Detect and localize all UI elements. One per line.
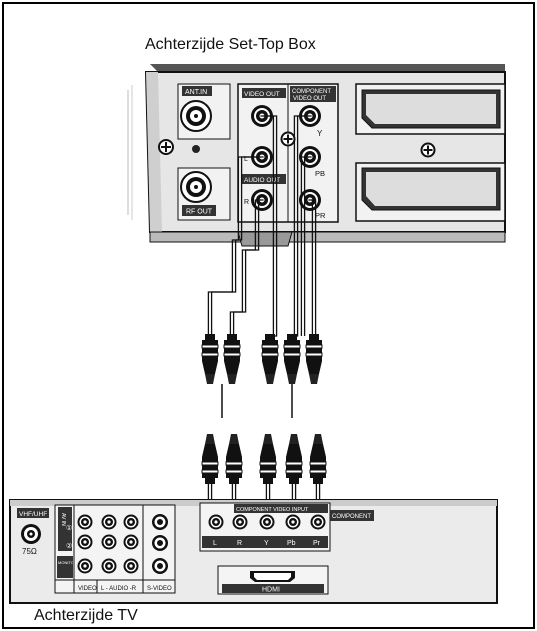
cable-pb bbox=[300, 156, 312, 336]
tv-video-jack-3 bbox=[77, 558, 93, 574]
svg-text:①: ① bbox=[66, 524, 72, 532]
tv-pr-input-jack bbox=[310, 514, 326, 530]
pr-plug-upper bbox=[305, 333, 323, 385]
component-video-input-label: COMPONENT VIDEO INPUT bbox=[236, 507, 309, 513]
stb-l-label: L bbox=[244, 156, 248, 163]
tv-audio-r-jack-1 bbox=[123, 514, 139, 530]
tv-jack-l-label: L bbox=[213, 540, 217, 547]
ant-in-coax-icon bbox=[180, 100, 212, 132]
stb-r-label: R bbox=[244, 199, 249, 206]
upper-plug-row bbox=[201, 333, 323, 385]
tv-jack-pr-label: Pr bbox=[313, 540, 321, 547]
tv-video-jack-1 bbox=[77, 514, 93, 530]
s-video-jack-3 bbox=[152, 558, 168, 574]
pr-plug-lower bbox=[309, 433, 327, 485]
vhf-uhf-label: VHF/UHF bbox=[19, 511, 47, 518]
y-plug-upper bbox=[261, 333, 279, 385]
cable-pr bbox=[308, 199, 317, 336]
s-video-jack-1 bbox=[152, 514, 168, 530]
component-video-out-label-1: COMPONENT bbox=[292, 89, 331, 95]
audio-l-plug-lower bbox=[201, 433, 219, 485]
rf-out-coax-icon bbox=[180, 171, 212, 203]
tv-antenna-coax-icon bbox=[21, 524, 41, 544]
stb-pb-label: PB bbox=[315, 169, 325, 178]
tv-back-panel: VHF/UHF 75Ω AV IN ① ② MONITOR OUT bbox=[9, 499, 498, 604]
tv-jack-pb-label: Pb bbox=[287, 540, 296, 547]
tv-title: Achterzijde TV bbox=[34, 607, 138, 624]
scart-connector-1 bbox=[355, 83, 506, 135]
hdmi-label: HDMI bbox=[262, 587, 280, 594]
audio-l-plug-upper bbox=[201, 333, 219, 385]
l-audio-r-label: L - AUDIO -R bbox=[101, 586, 137, 592]
tv-y-input-jack bbox=[259, 514, 275, 530]
audio-r-plug-upper bbox=[223, 333, 241, 385]
tv-audio-r-jack-3 bbox=[123, 558, 139, 574]
tv-audio-r-jack-2 bbox=[123, 534, 139, 550]
component-video-out-label-2: VIDEO OUT bbox=[293, 96, 326, 102]
ohm-label: 75Ω bbox=[22, 547, 37, 556]
av-in-label: AV IN bbox=[60, 513, 66, 526]
s-video-jack-2 bbox=[152, 535, 168, 551]
lower-plug-row bbox=[201, 433, 327, 485]
y-plug-lower bbox=[259, 433, 277, 485]
tv-video-jack-2 bbox=[77, 534, 93, 550]
cable-audio-l bbox=[207, 156, 264, 336]
tv-pb-input-jack bbox=[285, 514, 301, 530]
scart-connector-2 bbox=[355, 162, 506, 222]
video-out-label: VIDEO OUT bbox=[244, 91, 280, 98]
tv-audio-l-jack-1 bbox=[101, 514, 117, 530]
pb-plug-lower bbox=[285, 433, 303, 485]
pb-plug-upper bbox=[283, 333, 301, 385]
set-top-box-back-panel: ANT.IN RF OUT VIDEO OUT COMPONENT VIDEO … bbox=[127, 64, 506, 247]
tv-jack-y-label: Y bbox=[264, 540, 269, 547]
video-label: VIDEO bbox=[78, 586, 97, 592]
audio-out-label: AUDIO OUT bbox=[244, 177, 280, 184]
stb-y-label: Y bbox=[317, 129, 323, 138]
rf-out-label: RF OUT bbox=[186, 209, 213, 216]
hdmi-port: HDMI bbox=[217, 565, 329, 595]
tv-audio-r-input-jack bbox=[232, 514, 248, 530]
tv-audio-l-jack-2 bbox=[101, 534, 117, 550]
stb-pr-label: PR bbox=[315, 211, 326, 220]
s-video-label: S-VIDEO bbox=[147, 586, 172, 592]
svg-text:②: ② bbox=[66, 542, 72, 550]
cable-audio-r bbox=[229, 199, 264, 336]
tv-audio-l-jack-3 bbox=[101, 558, 117, 574]
tv-audio-l-input-jack bbox=[208, 514, 224, 530]
audio-r-plug-lower bbox=[225, 433, 243, 485]
monitor-out-label: MONITOR OUT bbox=[58, 560, 87, 565]
ant-in-label: ANT.IN bbox=[185, 89, 207, 96]
tv-jack-r-label: R bbox=[237, 540, 242, 547]
component-label: COMPONENT bbox=[332, 514, 371, 520]
set-top-box-title: Achterzijde Set-Top Box bbox=[145, 36, 316, 53]
